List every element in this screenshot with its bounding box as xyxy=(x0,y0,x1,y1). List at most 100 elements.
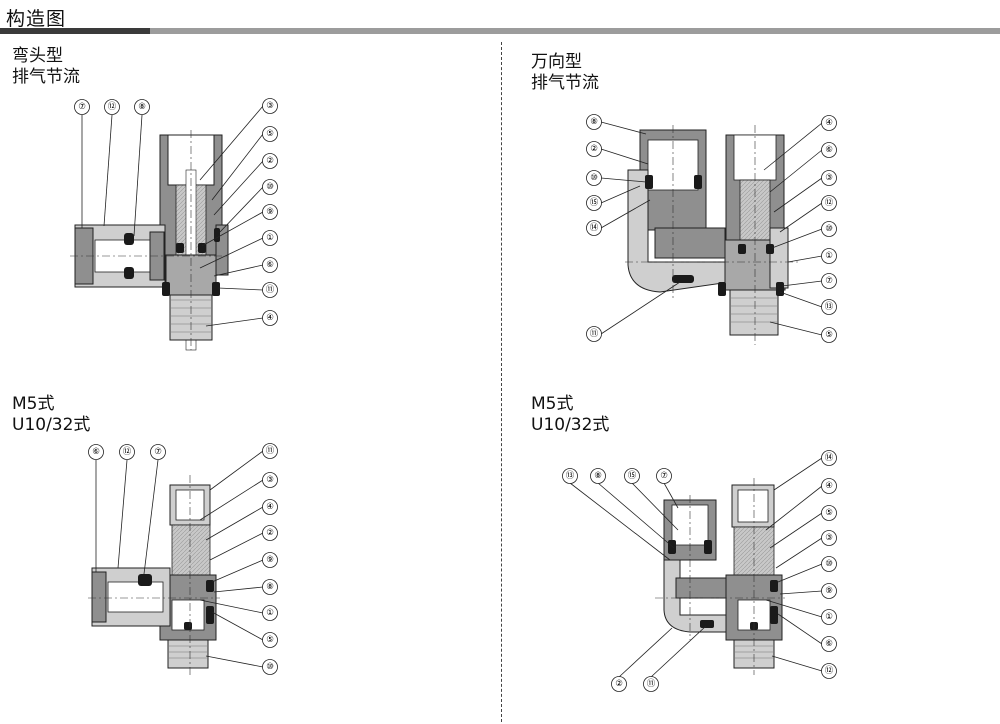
svg-text:⑮: ⑮ xyxy=(628,471,637,481)
svg-text:⑤: ⑤ xyxy=(266,635,274,645)
svg-text:⑥: ⑥ xyxy=(825,145,833,155)
svg-text:⑧: ⑧ xyxy=(594,471,602,481)
label-line1: 弯头型 xyxy=(12,46,63,66)
svg-text:⑥: ⑥ xyxy=(825,639,833,649)
callout-11: ⑪ xyxy=(643,676,659,692)
callout-3: ③ xyxy=(821,170,837,186)
label-line1: 万向型 xyxy=(531,52,582,72)
callout-12: ⑫ xyxy=(119,444,135,460)
callout-12: ⑫ xyxy=(821,663,837,679)
svg-text:⑭: ⑭ xyxy=(825,453,834,463)
svg-text:⑩: ⑩ xyxy=(825,559,833,569)
svg-text:②: ② xyxy=(615,679,623,689)
svg-text:⑭: ⑭ xyxy=(590,223,599,233)
svg-text:⑥: ⑥ xyxy=(266,260,274,270)
label-line2: U10/32式 xyxy=(531,415,610,435)
callout-8: ⑧ xyxy=(586,114,602,130)
svg-text:⑥: ⑥ xyxy=(92,447,100,457)
elbow-m5-callouts: ⑥ ⑫ ⑦ ⑪ ③ ④ ② ⑨ ⑧ ① ⑤ ⑩ xyxy=(88,443,278,675)
callout-12: ⑫ xyxy=(104,99,120,115)
callout-8: ⑧ xyxy=(590,468,606,484)
callout-8: ⑧ xyxy=(134,99,150,115)
label-line1: M5式 xyxy=(12,394,55,414)
panel-label-universal: 万向型 排气节流 xyxy=(531,52,599,94)
callout-4: ④ xyxy=(262,310,278,326)
label-line2: U10/32式 xyxy=(12,415,91,435)
callout-7: ⑦ xyxy=(821,273,837,289)
callout-3: ③ xyxy=(821,530,837,546)
svg-text:③: ③ xyxy=(266,101,274,111)
callout-2: ② xyxy=(262,525,278,541)
panel-divider xyxy=(501,42,502,722)
label-line2: 排气节流 xyxy=(12,67,80,87)
svg-text:⑧: ⑧ xyxy=(590,117,598,127)
callout-10: ⑩ xyxy=(586,170,602,186)
callout-9: ⑨ xyxy=(262,204,278,220)
svg-text:⑤: ⑤ xyxy=(825,508,833,518)
callout-13: ⑬ xyxy=(821,299,837,315)
callout-5: ⑤ xyxy=(262,126,278,142)
svg-text:①: ① xyxy=(825,612,833,622)
svg-text:⑪: ⑪ xyxy=(266,285,275,295)
callout-2: ② xyxy=(586,141,602,157)
svg-text:⑪: ⑪ xyxy=(590,329,599,339)
callout-1: ① xyxy=(262,230,278,246)
callout-4: ④ xyxy=(262,499,278,515)
callout-8: ⑧ xyxy=(262,579,278,595)
callout-14: ⑭ xyxy=(821,450,837,466)
svg-text:⑧: ⑧ xyxy=(138,102,146,112)
svg-text:①: ① xyxy=(825,251,833,261)
universal-m5-fitting-drawing: ⑬ ⑧ ⑮ ⑦ ⑭ ④ ⑤ ③ ⑩ ⑨ ① ⑥ ⑫ ② ⑪ xyxy=(562,450,837,692)
label-line2: 排气节流 xyxy=(531,73,599,93)
callout-11: ⑪ xyxy=(586,326,602,342)
callout-12: ⑫ xyxy=(821,195,837,211)
callout-9: ⑨ xyxy=(821,583,837,599)
svg-text:④: ④ xyxy=(825,118,833,128)
section-title: 构造图 xyxy=(6,8,67,30)
callout-15: ⑮ xyxy=(586,195,602,211)
callout-7: ⑦ xyxy=(150,444,166,460)
svg-text:⑤: ⑤ xyxy=(266,129,274,139)
elbow-m5-fitting-drawing: ⑥ ⑫ ⑦ ⑪ ③ ④ ② ⑨ ⑧ ① ⑤ ⑩ xyxy=(88,443,278,675)
svg-text:⑫: ⑫ xyxy=(825,666,834,676)
svg-text:⑪: ⑪ xyxy=(266,446,275,456)
svg-text:②: ② xyxy=(266,528,274,538)
callout-1: ① xyxy=(821,609,837,625)
elbow-fitting-drawing: ⑦ ⑫ ⑧ ③ ⑤ ② ⑩ ⑨ ① ⑥ ⑪ ④ xyxy=(70,98,278,351)
panel-label-universal-m5: M5式 U10/32式 xyxy=(531,394,609,436)
callout-10: ⑩ xyxy=(262,659,278,675)
svg-text:③: ③ xyxy=(825,173,833,183)
svg-text:⑮: ⑮ xyxy=(590,198,599,208)
svg-text:②: ② xyxy=(266,156,274,166)
callout-5: ⑤ xyxy=(821,327,837,343)
label-line1: M5式 xyxy=(531,394,574,414)
panel-label-elbow: 弯头型 排气节流 xyxy=(12,46,80,88)
callout-2: ② xyxy=(262,153,278,169)
callout-3: ③ xyxy=(262,98,278,114)
svg-text:⑬: ⑬ xyxy=(566,471,575,481)
svg-text:⑫: ⑫ xyxy=(123,447,132,457)
svg-text:⑦: ⑦ xyxy=(154,447,162,457)
callout-13: ⑬ xyxy=(562,468,578,484)
svg-text:⑬: ⑬ xyxy=(825,302,834,312)
svg-text:⑨: ⑨ xyxy=(825,586,833,596)
callout-3: ③ xyxy=(262,472,278,488)
callout-5: ⑤ xyxy=(262,632,278,648)
callout-10: ⑩ xyxy=(821,556,837,572)
svg-text:①: ① xyxy=(266,608,274,618)
svg-text:⑧: ⑧ xyxy=(266,582,274,592)
callout-4: ④ xyxy=(821,115,837,131)
svg-text:②: ② xyxy=(590,144,598,154)
callout-7: ⑦ xyxy=(74,99,90,115)
svg-text:⑦: ⑦ xyxy=(825,276,833,286)
callout-9: ⑨ xyxy=(262,552,278,568)
callout-6: ⑥ xyxy=(821,142,837,158)
callout-7: ⑦ xyxy=(656,468,672,484)
svg-text:④: ④ xyxy=(825,481,833,491)
panel-label-elbow-m5: M5式 U10/32式 xyxy=(12,394,90,436)
callout-15: ⑮ xyxy=(624,468,640,484)
callout-2: ② xyxy=(611,676,627,692)
callout-4: ④ xyxy=(821,478,837,494)
callout-1: ① xyxy=(821,248,837,264)
